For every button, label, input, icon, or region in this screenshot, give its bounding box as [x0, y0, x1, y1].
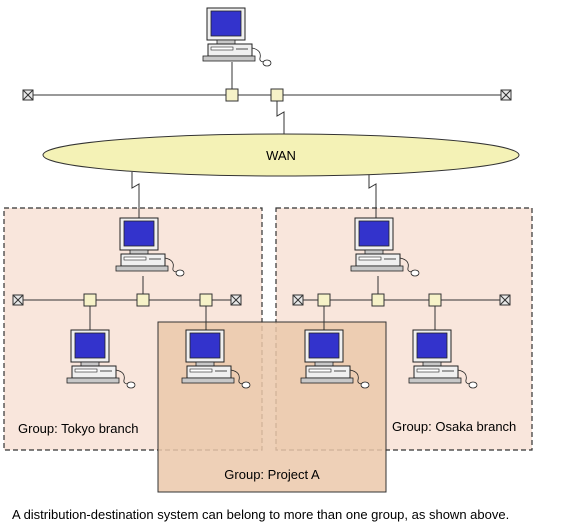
computer-icon	[202, 7, 272, 67]
terminator-icon	[230, 294, 242, 306]
connector-node-icon	[371, 293, 385, 307]
caption: A distribution-destination system can be…	[12, 507, 510, 522]
terminator-icon	[22, 89, 34, 101]
wan-cloud	[42, 133, 520, 177]
wan-link-right	[368, 172, 377, 220]
group-label-osaka: Group: Osaka branch	[392, 419, 516, 434]
group-label-project-a: Group: Project A	[224, 467, 320, 482]
wan-label: WAN	[266, 148, 296, 163]
wan-link-top	[276, 101, 285, 136]
connector-node-icon	[199, 293, 213, 307]
terminator-icon	[499, 294, 511, 306]
connector-node-icon	[83, 293, 97, 307]
terminator-icon	[292, 294, 304, 306]
terminator-icon	[500, 89, 512, 101]
connector-node-icon	[317, 293, 331, 307]
connector-node-icon	[428, 293, 442, 307]
connector-node-icon	[136, 293, 150, 307]
wan-link-left	[131, 172, 140, 220]
group-label-tokyo: Group: Tokyo branch	[18, 421, 138, 436]
terminator-icon	[12, 294, 24, 306]
connector-node-icon	[225, 88, 239, 102]
connector-node-icon	[270, 88, 284, 102]
